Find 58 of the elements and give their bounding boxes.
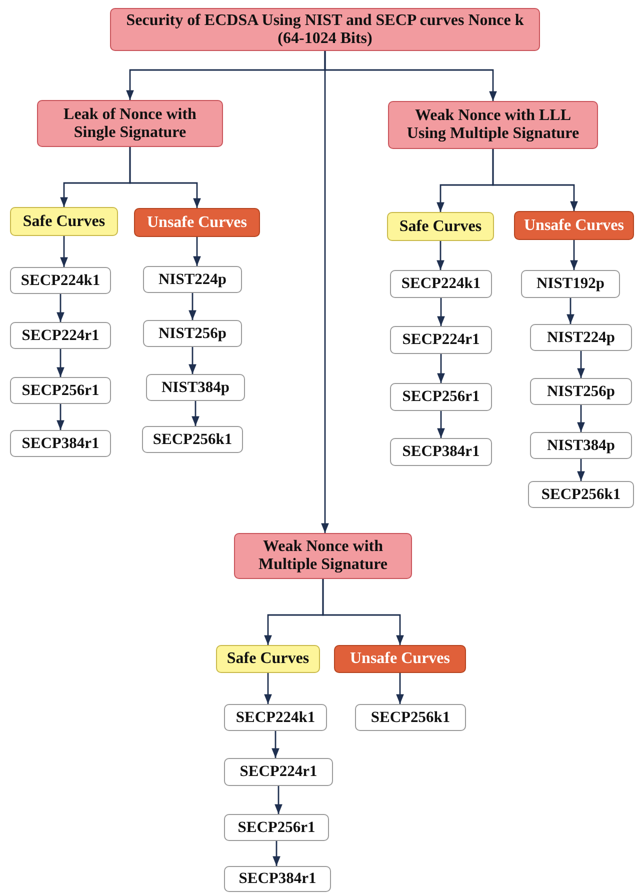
- curve-box: NIST192p: [521, 270, 620, 298]
- unsafe-curves-box: Unsafe Curves: [134, 208, 260, 237]
- curve-box: SECP256k1: [142, 426, 243, 453]
- curve-box: SECP256k1: [528, 481, 634, 508]
- arrow: [436, 241, 444, 270]
- arrow: [60, 236, 68, 267]
- curve-box: NIST256p: [143, 320, 242, 347]
- curve-box: SECP256r1: [10, 377, 111, 404]
- curve-box: NIST384p: [146, 374, 245, 401]
- topic-box: Leak of Nonce with Single Signature: [37, 100, 223, 147]
- curve-box: NIST224p: [143, 266, 242, 293]
- unsafe-curves-box: Unsafe Curves: [514, 211, 634, 240]
- arrow: [264, 673, 272, 704]
- arrow: [566, 298, 574, 324]
- arrow: [437, 298, 445, 326]
- arrow: [188, 347, 196, 374]
- curve-box: SECP256r1: [390, 383, 492, 411]
- curve-box: SECP224r1: [10, 322, 111, 349]
- arrow: [129, 147, 201, 208]
- safe-curves-box: Safe Curves: [10, 207, 118, 236]
- arrow: [577, 405, 585, 432]
- arrow: [437, 354, 445, 383]
- arrow: [274, 786, 282, 814]
- curve-box: SECP224r1: [390, 326, 492, 354]
- arrow: [272, 841, 280, 866]
- arrow: [396, 673, 404, 704]
- safe-curves-box: Safe Curves: [216, 645, 320, 673]
- unsafe-curves-box: Unsafe Curves: [334, 645, 466, 673]
- arrow: [492, 149, 578, 211]
- curve-box: SECP256r1: [224, 814, 329, 841]
- arrow: [56, 349, 64, 377]
- arrow: [192, 401, 200, 426]
- curve-box: NIST384p: [530, 432, 632, 459]
- curve-box: SECP384r1: [10, 430, 111, 457]
- topic-box: Security of ECDSA Using NIST and SECP curves Nonce k (64-1024 Bits): [110, 8, 540, 51]
- arrow: [322, 579, 404, 645]
- curve-box: NIST256p: [530, 378, 632, 405]
- arrow: [56, 294, 64, 322]
- topic-box: Weak Nonce with Multiple Signature: [234, 533, 412, 579]
- curve-box: SECP384r1: [390, 438, 492, 466]
- arrow: [188, 293, 196, 320]
- arrow: [577, 351, 585, 378]
- curve-box: SECP224r1: [224, 758, 333, 786]
- topic-box: Weak Nonce with LLL Using Multiple Signature: [388, 101, 598, 149]
- safe-curves-box: Safe Curves: [387, 212, 494, 241]
- curve-box: SECP256k1: [355, 704, 466, 731]
- curve-box: SECP224k1: [224, 704, 327, 731]
- arrow: [272, 731, 280, 758]
- arrow: [56, 404, 64, 430]
- arrow: [577, 459, 585, 481]
- curve-box: SECP224k1: [390, 270, 492, 298]
- curve-box: SECP224k1: [10, 267, 111, 294]
- arrow: [321, 51, 329, 533]
- curve-box: NIST224p: [530, 324, 632, 351]
- arrow: [570, 240, 578, 270]
- curve-box: SECP384r1: [224, 866, 331, 892]
- arrow: [193, 237, 201, 266]
- arrow: [437, 411, 445, 438]
